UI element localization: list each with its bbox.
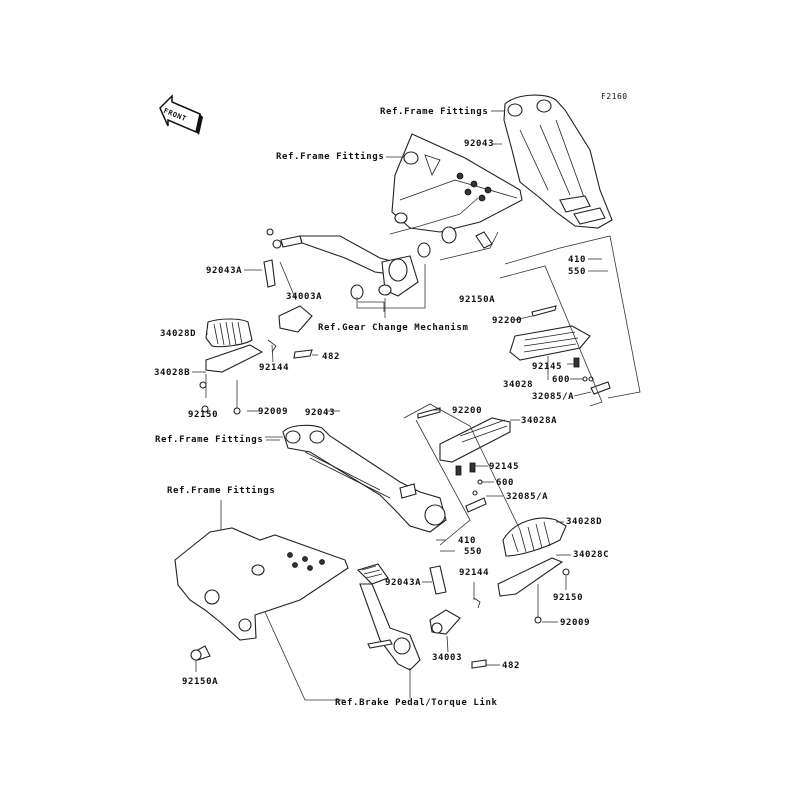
part-label: 92009 [258, 407, 289, 417]
lower-left-bracket [174, 527, 349, 661]
part-label: 92200 [492, 316, 523, 326]
left-upper-footpeg [199, 259, 313, 415]
part-label: 34003 [432, 653, 463, 663]
part-label: 92144 [259, 363, 290, 373]
part-label: 600 [552, 375, 571, 385]
lower-right-bracket [282, 424, 447, 533]
leader-lines [192, 110, 641, 701]
part-label: 92150A [459, 295, 496, 305]
right-upper-footpeg [509, 305, 611, 395]
part-label: 32085/A [532, 392, 575, 402]
part-label: 92043 [305, 408, 336, 418]
part-label: 92145 [532, 362, 563, 372]
part-label: 92150 [188, 410, 219, 420]
upper-right-bracket [503, 94, 613, 229]
part-label: 550 [464, 547, 483, 557]
ref-frame-fittings-label: Ref.Frame Fittings [380, 107, 489, 117]
part-label: 34028B [154, 368, 191, 378]
figure-code: F2160 [601, 92, 628, 101]
part-label: 482 [322, 352, 341, 362]
part-label: 92150 [553, 593, 584, 603]
right-lower-footpeg [417, 407, 511, 513]
part-label: 550 [568, 267, 587, 277]
part-label: 34028A [521, 416, 558, 426]
part-label: 34028 [503, 380, 534, 390]
part-label: 410 [458, 536, 477, 546]
part-label: 92145 [489, 462, 520, 472]
part-label: 410 [568, 255, 587, 265]
shift-pedal [272, 235, 419, 300]
part-label: 34028D [160, 329, 197, 339]
lower-center-parts [429, 565, 487, 669]
ref-brake-pedal-label: Ref.Brake Pedal/Torque Link [335, 698, 498, 708]
ref-frame-fittings-label: Ref.Frame Fittings [167, 486, 276, 496]
part-label: 92043A [385, 578, 422, 588]
part-label: 34003A [286, 292, 323, 302]
part-label: 92150A [182, 677, 219, 687]
part-label: 92043A [206, 266, 243, 276]
part-label: 482 [502, 661, 521, 671]
part-label: 34028D [566, 517, 603, 527]
front-arrow-icon [159, 94, 203, 135]
ref-frame-fittings-label: Ref.Frame Fittings [276, 152, 385, 162]
ref-frame-fittings-label: Ref.Frame Fittings [155, 435, 264, 445]
ref-gear-change-label: Ref.Gear Change Mechanism [318, 323, 469, 333]
upper-heel-plate [391, 133, 523, 258]
part-label: 34028C [573, 550, 610, 560]
part-label: 92009 [560, 618, 591, 628]
lower-right-footpeg-rubber [497, 517, 570, 624]
part-label: 32085/A [506, 492, 549, 502]
part-label: 600 [496, 478, 515, 488]
brake-pedal [356, 563, 421, 671]
part-label: 92043 [464, 139, 495, 149]
part-label: 92144 [459, 568, 490, 578]
part-label: 92200 [452, 406, 483, 416]
